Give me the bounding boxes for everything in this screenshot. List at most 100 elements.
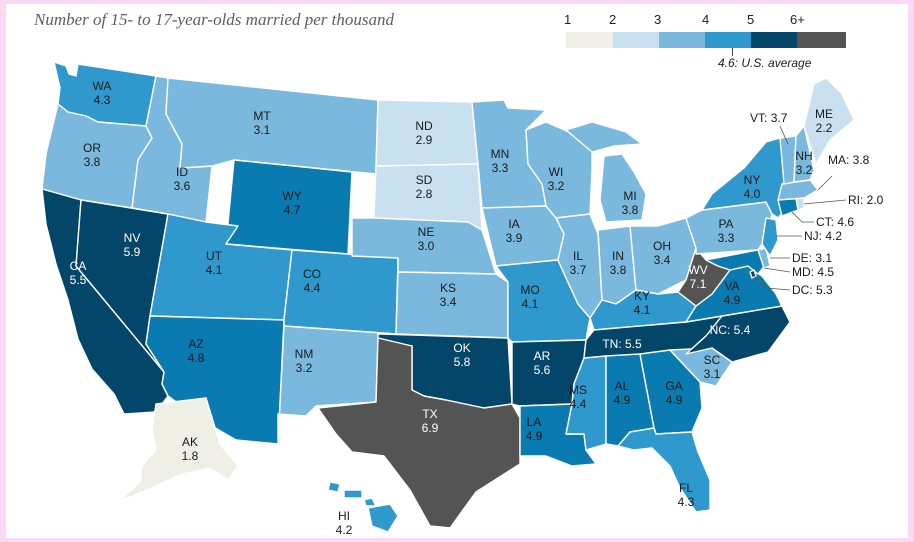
state-co[interactable] xyxy=(283,249,399,335)
svg-text:KS3.4: KS3.4 xyxy=(440,281,457,309)
state-nh[interactable] xyxy=(793,125,815,183)
svg-text:NC: 5.4: NC: 5.4 xyxy=(710,323,751,337)
state-ri[interactable] xyxy=(795,197,805,211)
svg-text:ME2.2: ME2.2 xyxy=(815,107,833,135)
leader-dc xyxy=(753,275,791,291)
legend: 1 2 3 4 5 6+ 4.6: U.S. average xyxy=(558,10,858,80)
legend-swatch xyxy=(751,32,797,48)
svg-text:PA3.3: PA3.3 xyxy=(718,217,735,245)
svg-text:NV5.9: NV5.9 xyxy=(124,231,141,259)
svg-text:IA3.9: IA3.9 xyxy=(506,217,523,245)
state-name: KS xyxy=(440,281,456,295)
state-value: 3.1 xyxy=(704,367,721,381)
state-value: 3.7 xyxy=(771,111,788,125)
leader-ma xyxy=(817,175,833,191)
svg-text:ND2.9: ND2.9 xyxy=(415,119,433,147)
state-name: VA xyxy=(724,279,739,293)
svg-text:DC: 5.3: DC: 5.3 xyxy=(792,283,833,297)
svg-text:MA: 3.8: MA: 3.8 xyxy=(828,153,870,167)
svg-text:AR5.6: AR5.6 xyxy=(534,349,551,377)
state-value: 3.7 xyxy=(570,263,587,277)
state-mi-upper[interactable] xyxy=(565,121,643,153)
state-value: 2.9 xyxy=(416,133,433,147)
state-nc[interactable] xyxy=(685,305,791,363)
svg-text:VT: 3.7: VT: 3.7 xyxy=(750,111,788,125)
svg-text:FL4.3: FL4.3 xyxy=(678,481,695,509)
svg-text:GA4.9: GA4.9 xyxy=(665,379,682,407)
state-ct[interactable] xyxy=(777,197,799,217)
state-name: NH xyxy=(795,149,812,163)
state-value: 3.8 xyxy=(84,155,101,169)
state-name: HI xyxy=(338,509,350,523)
state-value: 3.2 xyxy=(796,163,813,177)
state-value: 4.8 xyxy=(188,351,205,365)
svg-text:MS4.4: MS4.4 xyxy=(569,383,587,411)
state-tx[interactable] xyxy=(317,337,521,529)
leader-ri xyxy=(803,199,847,205)
state-name: IA xyxy=(508,217,519,231)
state-name: MA xyxy=(828,153,846,167)
svg-text:NJ: 4.2: NJ: 4.2 xyxy=(804,229,842,243)
svg-text:AK1.8: AK1.8 xyxy=(182,435,199,463)
state-name: IN xyxy=(612,249,624,263)
state-name: ME xyxy=(815,107,833,121)
svg-text:SD2.8: SD2.8 xyxy=(416,173,433,201)
state-name: MI xyxy=(623,189,636,203)
state-name: GA xyxy=(665,379,682,393)
state-value: 4.3 xyxy=(94,93,111,107)
svg-text:MT3.1: MT3.1 xyxy=(253,109,271,137)
svg-text:WY4.7: WY4.7 xyxy=(282,189,301,217)
state-ia[interactable] xyxy=(481,205,565,267)
state-value: 4.2 xyxy=(336,523,353,537)
state-value: 3.4 xyxy=(654,253,671,267)
state-il[interactable] xyxy=(555,213,603,319)
state-name: NJ xyxy=(804,229,819,243)
state-name: AL xyxy=(615,379,630,393)
state-name: OH xyxy=(653,239,671,253)
state-value: 3.3 xyxy=(718,231,735,245)
state-value: 2.8 xyxy=(416,187,433,201)
state-de[interactable] xyxy=(757,247,771,269)
state-name: AZ xyxy=(188,337,203,351)
svg-text:DE: 3.1: DE: 3.1 xyxy=(792,251,832,265)
state-name: VT xyxy=(750,111,766,125)
state-name: SC xyxy=(704,353,721,367)
state-value: 1.8 xyxy=(182,449,199,463)
svg-text:NY4.0: NY4.0 xyxy=(744,173,761,201)
svg-text:UT4.1: UT4.1 xyxy=(206,249,223,277)
state-name: AK xyxy=(182,435,198,449)
legend-label: 2 xyxy=(609,12,617,27)
svg-text:VA4.9: VA4.9 xyxy=(724,279,741,307)
state-name: MO xyxy=(520,283,539,297)
svg-text:ID3.6: ID3.6 xyxy=(174,165,191,193)
state-value: 4.4 xyxy=(570,397,587,411)
state-name: KY xyxy=(634,289,650,303)
state-name: WA xyxy=(93,79,112,93)
svg-text:MN3.3: MN3.3 xyxy=(491,147,510,175)
state-me[interactable] xyxy=(803,77,855,165)
state-value: 3.0 xyxy=(418,239,435,253)
state-value: 3.3 xyxy=(492,161,509,175)
state-nj[interactable] xyxy=(761,217,779,257)
svg-text:WA4.3: WA4.3 xyxy=(93,79,112,107)
state-value: 4.2 xyxy=(825,229,842,243)
us-average-note: 4.6: U.S. average xyxy=(718,56,812,70)
state-value: 5.5 xyxy=(625,337,642,351)
state-fl[interactable] xyxy=(617,427,711,513)
state-name: DC xyxy=(792,283,810,297)
state-name: UT xyxy=(206,249,223,263)
svg-text:TN: 5.5: TN: 5.5 xyxy=(602,337,642,351)
svg-text:KY4.1: KY4.1 xyxy=(634,289,651,317)
state-value: 2.2 xyxy=(816,121,833,135)
state-name: NV xyxy=(124,231,141,245)
svg-text:MI3.8: MI3.8 xyxy=(622,189,639,217)
state-ak[interactable] xyxy=(117,397,239,503)
state-value: 3.8 xyxy=(853,153,870,167)
svg-text:IL3.7: IL3.7 xyxy=(570,249,587,277)
legend-label: 5 xyxy=(747,12,755,27)
state-mi[interactable] xyxy=(599,153,647,223)
state-hi[interactable] xyxy=(327,481,399,533)
svg-text:AL4.9: AL4.9 xyxy=(614,379,631,407)
state-mt[interactable] xyxy=(165,77,379,175)
legend-label: 4 xyxy=(702,12,710,27)
